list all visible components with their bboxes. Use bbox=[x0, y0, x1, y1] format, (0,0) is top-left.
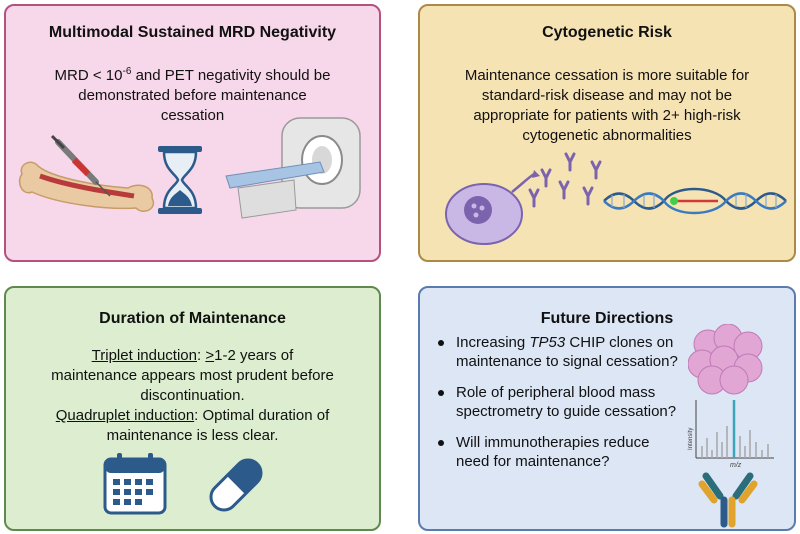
ms-x-axis-label: m/z bbox=[730, 462, 742, 469]
list-item: Increasing TP53 CHIP clones on maintenan… bbox=[438, 333, 678, 371]
antibody-icon bbox=[698, 472, 758, 528]
panel-title-cytogenetic: Cytogenetic Risk bbox=[542, 24, 672, 41]
panel-future-directions: Future Directions Increasing TP53 CHIP c… bbox=[418, 286, 796, 531]
panel-title-mrd: Multimodal Sustained MRD Negativity bbox=[48, 24, 337, 41]
ms-y-axis-label: Intensity bbox=[688, 428, 694, 450]
panel-title-duration: Duration of Maintenance bbox=[99, 310, 286, 327]
bone-marrow-biopsy-icon bbox=[18, 134, 155, 212]
hourglass-icon bbox=[158, 146, 202, 214]
list-item: Role of peripheral blood mass spectromet… bbox=[438, 383, 678, 421]
pet-scanner-icon bbox=[225, 117, 361, 219]
panel-duration-of-maintenance: Duration of Maintenance Triplet inductio… bbox=[4, 286, 381, 531]
panel-mrd-negativity: Multimodal Sustained MRD Negativity MRD … bbox=[4, 4, 381, 262]
future-directions-list: Increasing TP53 CHIP clones on maintenan… bbox=[438, 333, 678, 483]
panel-body-mrd: MRD < 10-6 and PET negativity should be … bbox=[54, 66, 331, 125]
capsule-pill-icon bbox=[209, 458, 263, 512]
list-item: Will immunotherapies reduce need for mai… bbox=[438, 433, 678, 471]
panel-body-cytogenetic: Maintenance cessation is more suitable f… bbox=[464, 67, 750, 144]
mass-spectrum-icon: Intensity m/z bbox=[688, 400, 774, 469]
clonal-cells-icon bbox=[688, 324, 763, 395]
panel-cytogenetic-risk: Cytogenetic Risk Maintenance cessation i… bbox=[418, 4, 796, 262]
panel-title-future: Future Directions bbox=[540, 310, 674, 327]
panel-body-duration: Triplet induction: >1-2 years of mainten… bbox=[51, 347, 334, 444]
calendar-icon bbox=[103, 453, 167, 515]
plasma-cell-icon bbox=[445, 152, 602, 245]
dna-helix-icon bbox=[603, 187, 787, 215]
